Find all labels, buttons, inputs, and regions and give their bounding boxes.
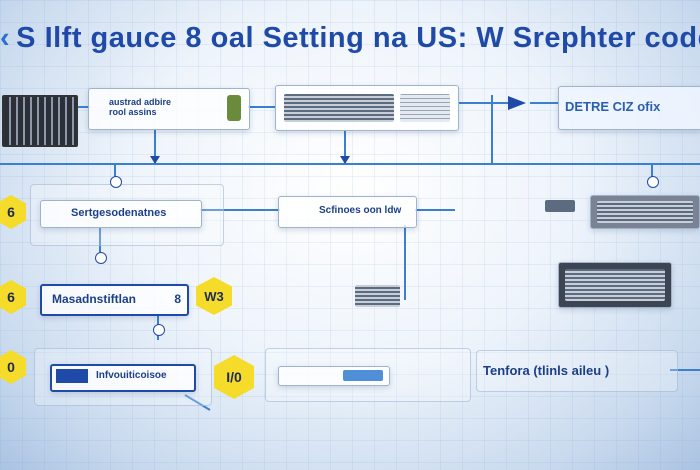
top-left-box-label: austrad adbire rool assins: [109, 97, 172, 117]
row3-right-device: [558, 262, 672, 308]
pin-connector-4: [110, 176, 122, 188]
row3-box-label: Masadnstiftlan: [52, 292, 137, 306]
top-left-box: austrad adbire rool assins: [88, 88, 250, 130]
middle-box-1[interactable]: Sertgesodenatnes: [40, 200, 202, 228]
pin-connector-1: [95, 252, 107, 264]
middle-box-2[interactable]: Scfinoes oon ldw: [278, 196, 417, 228]
chevron-icon: ‹: [0, 22, 11, 54]
gear-icon: [227, 95, 241, 121]
row3-device-ports: [565, 269, 665, 301]
row3-box-suffix: 8: [174, 292, 181, 306]
switch-ports: [284, 94, 394, 122]
top-right-box: DETRE CIZ ofix: [558, 86, 700, 130]
page-title: ‹S Ilft gauce 8 oal Setting na US: W Sre…: [0, 22, 700, 54]
pin-connector-3: [647, 176, 659, 188]
hex-badge-3: W3: [196, 277, 232, 315]
row4-box-marker: [56, 369, 88, 383]
pin-connector-2: [153, 324, 165, 336]
switch-panel: [400, 94, 450, 122]
row4-middle-bar: [278, 366, 390, 386]
top-middle-device: [275, 85, 459, 131]
middle-box-1-label: Sertgesodenatnes: [71, 207, 167, 219]
row4-box-label: Infvouiticoisoe: [96, 370, 167, 381]
middle-box-2-label: Scfinoes oon ldw: [319, 205, 402, 216]
middle-right-device: [590, 195, 700, 229]
hex-badge-5: I/0: [214, 355, 254, 399]
connector-plug: [545, 200, 575, 212]
row4-box[interactable]: Infvouiticoisoe: [50, 364, 196, 392]
progress-fill: [343, 370, 383, 381]
device-ports: [597, 201, 693, 223]
top-right-box-label: DETRE CIZ ofix: [565, 99, 661, 114]
row4-right-panel: Tenfora (tlinls aileu ): [476, 350, 678, 392]
row4-bar-label: Tenfora (tlinls aileu ): [483, 363, 610, 378]
server-rack-image: [2, 95, 78, 147]
row3-box[interactable]: Masadnstiftlan 8: [40, 284, 189, 316]
small-device: [355, 285, 400, 307]
